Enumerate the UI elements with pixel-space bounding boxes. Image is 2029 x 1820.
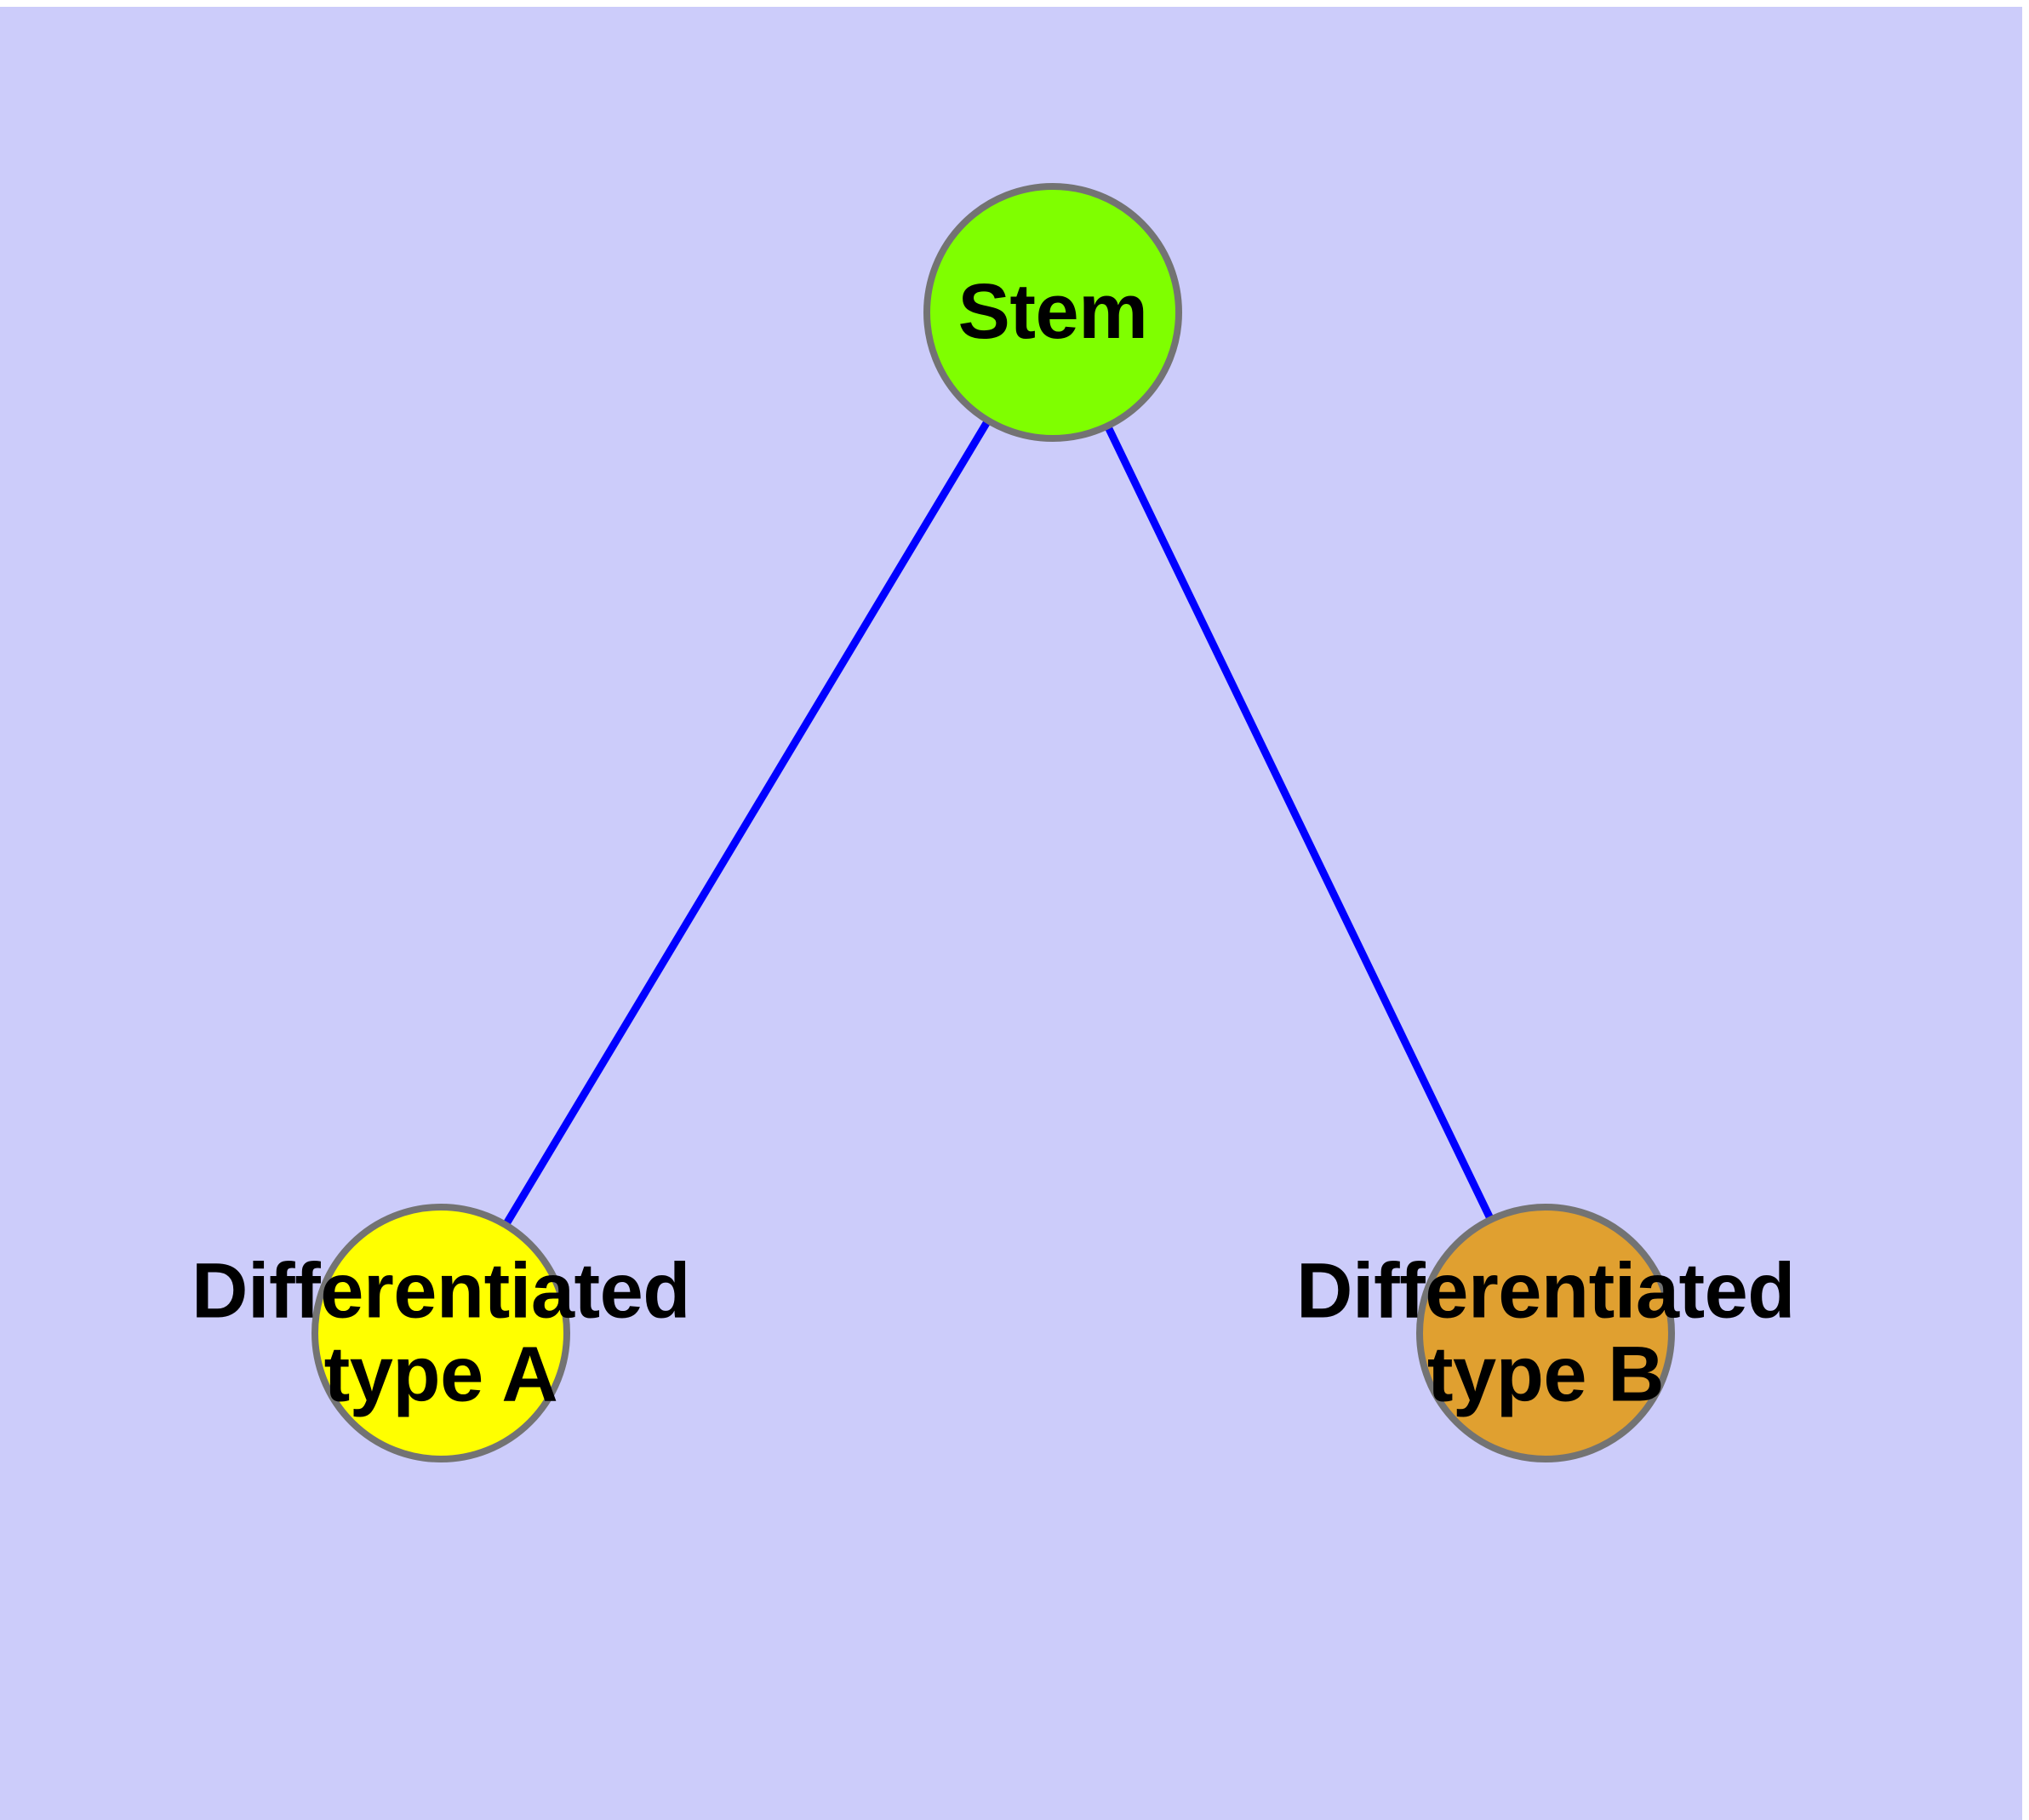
nodes-group [311,183,1675,1462]
graph-edge[interactable] [437,310,1056,1336]
edges-group [437,310,1550,1336]
graph-node-stem[interactable] [923,183,1182,442]
graph-node-diff_b[interactable] [1416,1204,1675,1462]
graph-edge[interactable] [1049,311,1550,1335]
graph-node-diff_a[interactable] [311,1204,570,1462]
